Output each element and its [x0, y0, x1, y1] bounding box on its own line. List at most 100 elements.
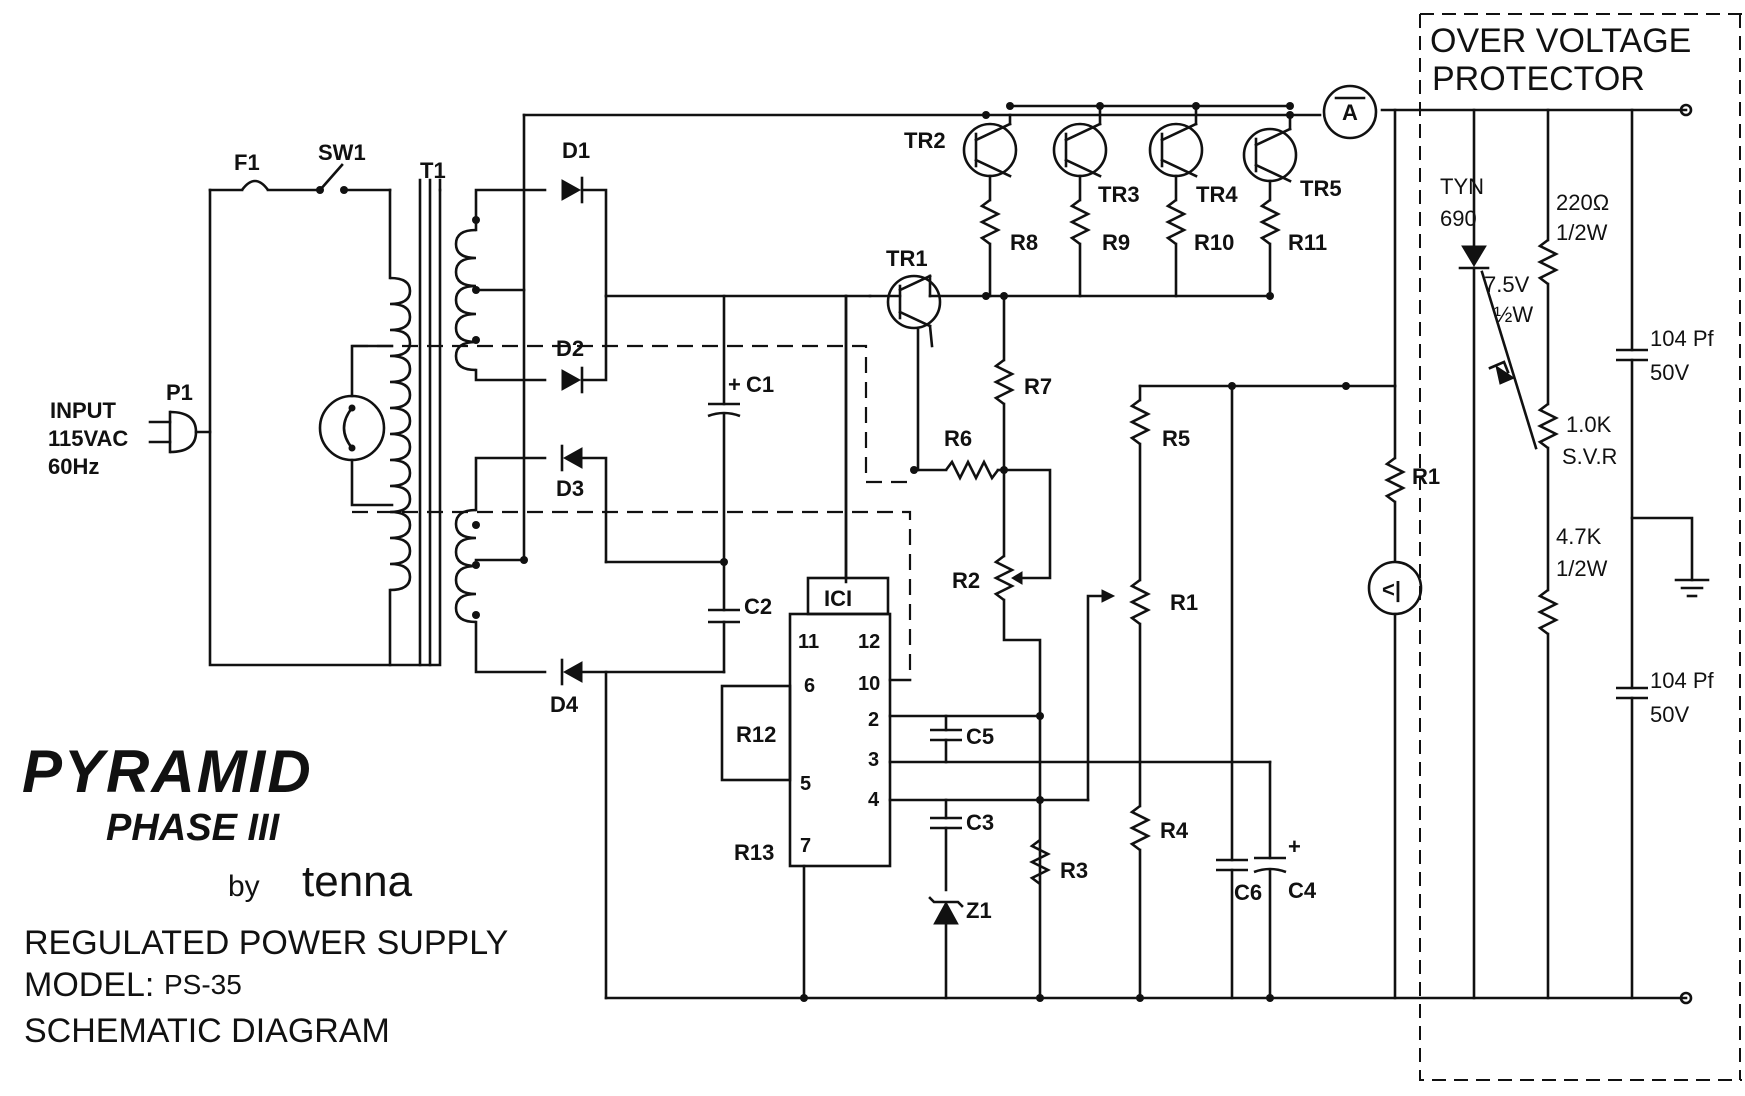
title-block: PYRAMID PHASE III by tenna REGULATED POW… — [22, 738, 508, 1050]
scr-tyn690 — [1461, 245, 1487, 267]
input-label: INPUT — [50, 398, 117, 423]
resistor-r7 — [993, 358, 1015, 406]
component-labels: INPUT 115VAC 60Hz P1 F1 SW1 T1 D1 D2 D3 … — [48, 100, 1440, 923]
tr1-label: TR1 — [886, 246, 928, 271]
ic-pin-4: 4 — [868, 789, 880, 811]
r-bottom-label-line2: 1/2W — [1556, 556, 1608, 581]
c1-polarity: + — [728, 372, 741, 397]
caption-model-value: PS-35 — [164, 969, 242, 1000]
brand-by: by — [228, 870, 260, 903]
transistor-tr2 — [962, 122, 1018, 178]
resistor-r9 — [1069, 198, 1091, 246]
r11-label: R11 — [1288, 230, 1327, 255]
resistor-r6 — [944, 459, 1000, 481]
brand-maker-logo: tenna — [302, 857, 413, 906]
svr-label-line1: 1.0K — [1566, 412, 1612, 437]
cap-bottom-label-line1: 104 Pf — [1650, 668, 1714, 693]
cap-top-label-line2: 50V — [1650, 360, 1689, 385]
protector-title-line2: PROTECTOR — [1432, 60, 1645, 98]
ic-pin-12: 12 — [858, 631, 880, 653]
resistor-r11 — [1259, 198, 1281, 246]
f1-label: F1 — [234, 150, 260, 175]
p1-label: P1 — [166, 380, 193, 405]
c5-label: C5 — [966, 724, 994, 749]
c1-label: C1 — [746, 372, 774, 397]
switch-sw1 — [318, 163, 344, 192]
transistor-tr3 — [1052, 122, 1108, 178]
cap-top-label-line1: 104 Pf — [1650, 326, 1714, 351]
primary-circuit — [148, 163, 442, 667]
diode-d3 — [562, 447, 583, 469]
caption-title: REGULATED POWER SUPPLY — [24, 924, 508, 962]
c3-label: C3 — [966, 810, 994, 835]
secondary-coil-upper — [454, 228, 477, 372]
ic-pin-2: 2 — [868, 709, 879, 731]
scr-label-line2: 690 — [1440, 206, 1477, 231]
transistor-tr4 — [1148, 122, 1204, 178]
r5-label: R5 — [1162, 426, 1190, 451]
resistor-r10 — [1165, 198, 1187, 246]
zener-7v5 — [1495, 364, 1516, 385]
d2-label: D2 — [556, 336, 584, 361]
t1-label: T1 — [420, 158, 446, 183]
tr3-label: TR3 — [1098, 182, 1140, 207]
tr5-label: TR5 — [1300, 176, 1342, 201]
sw1-label: SW1 — [318, 140, 366, 165]
diode-d4 — [562, 661, 583, 683]
ic-pin-5: 5 — [800, 773, 811, 795]
resistor-r3 — [1029, 838, 1051, 886]
d4-label: D4 — [550, 692, 579, 717]
diode-d2 — [561, 369, 582, 391]
transistor-tr1 — [886, 274, 942, 330]
resistor-r4 — [1129, 804, 1151, 852]
ammeter-label: A — [1342, 100, 1358, 125]
diode-d1 — [561, 179, 582, 201]
protector-box — [1419, 14, 1742, 1081]
resistor-220-ohm — [1537, 238, 1559, 286]
zener-z1 — [933, 900, 959, 925]
output-terminal-negative — [1679, 991, 1693, 1005]
d3-label: D3 — [556, 476, 584, 501]
over-voltage-protector — [1419, 13, 1742, 1081]
caption-model-label: MODEL: — [24, 966, 154, 1004]
resistor-r1-divider — [1129, 578, 1151, 626]
protector-labels: OVER VOLTAGE PROTECTOR TYN 690 7.5V ½W 2… — [1430, 22, 1714, 727]
potentiometer-1k-svr — [1537, 402, 1559, 450]
svr-label-line2: S.V.R — [1562, 444, 1617, 469]
r3-label: R3 — [1060, 858, 1088, 883]
r1-output-label: R1 — [1412, 464, 1440, 489]
fuse-f1 — [240, 179, 270, 191]
voltmeter-label: <| — [1382, 577, 1401, 602]
d1-label: D1 — [562, 138, 590, 163]
r7-label: R7 — [1024, 374, 1052, 399]
resistor-4k7 — [1537, 588, 1559, 636]
ic-pin-3: 3 — [868, 749, 879, 771]
protector-title-line1: OVER VOLTAGE — [1430, 22, 1691, 60]
tr4-label: TR4 — [1196, 182, 1238, 207]
zener-label-line1: 7.5V — [1484, 272, 1530, 297]
r10-label: R10 — [1194, 230, 1234, 255]
transistor-tr5 — [1242, 127, 1298, 183]
input-voltage-label: 115VAC — [48, 426, 128, 451]
ic-pin-6: 6 — [804, 675, 815, 697]
resistor-r12 — [720, 684, 792, 782]
r-bottom-label-line1: 4.7K — [1556, 524, 1602, 549]
resistor-r1-output — [1384, 456, 1406, 504]
ammeter — [1322, 84, 1378, 140]
r6-label: R6 — [944, 426, 972, 451]
cap-bottom-label-line2: 50V — [1650, 702, 1689, 727]
ic-label: ICI — [824, 586, 852, 611]
ic-pin-7: 7 — [800, 835, 811, 857]
r8-label: R8 — [1010, 230, 1038, 255]
tr2-label: TR2 — [904, 128, 946, 153]
r9-label: R9 — [1102, 230, 1130, 255]
caption-diagram-label: SCHEMATIC DIAGRAM — [24, 1012, 390, 1050]
potentiometer-r2 — [993, 554, 1015, 602]
ic-pin-11: 11 — [798, 631, 819, 653]
c4-label: C4 — [1288, 878, 1317, 903]
r13-label: R13 — [734, 840, 774, 865]
r2-label: R2 — [952, 568, 980, 593]
scr-label-line1: TYN — [1440, 174, 1484, 199]
brand-phase: PHASE III — [106, 807, 281, 849]
secondary-rectifier — [352, 108, 1688, 1000]
